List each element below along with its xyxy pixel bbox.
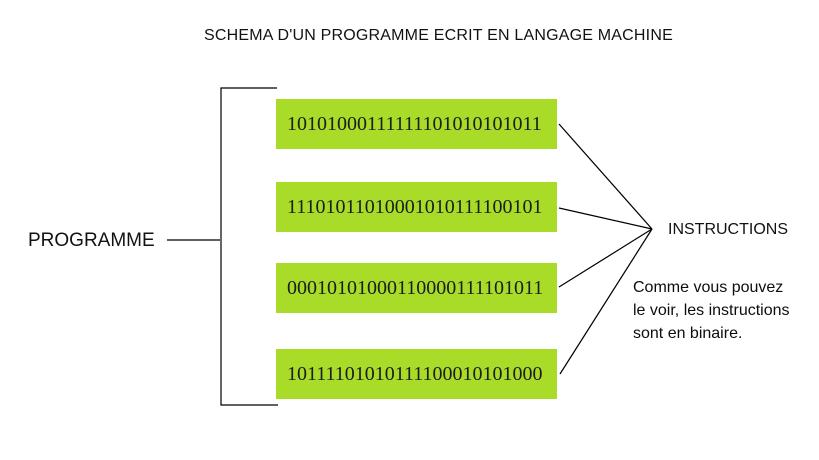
fan-line-1 [558, 123, 653, 230]
instruction-box-2: 11101011010001010111100101 [276, 182, 557, 232]
page-title: SCHEMA D'UN PROGRAMME ECRIT EN LANGAGE M… [204, 27, 673, 44]
instruction-box-1: 10101000111111101010101011 [276, 99, 557, 149]
instruction-box-4: 10111101010111100010101000 [276, 349, 557, 399]
instruction-binary-4: 10111101010111100010101000 [287, 362, 543, 385]
program-bracket [220, 87, 278, 406]
note-text: Comme vous pouvez le voir, les instructi… [633, 276, 790, 345]
instruction-binary-2: 11101011010001010111100101 [287, 195, 543, 218]
instruction-binary-3: 00010101000110000111101011 [287, 276, 544, 299]
program-label: PROGRAMME [28, 230, 155, 251]
instructions-label: INSTRUCTIONS [668, 221, 788, 238]
note-line-2: le voir, les instructions [633, 302, 790, 319]
fan-line-2 [558, 207, 653, 230]
note-line-1: Comme vous pouvez [633, 279, 784, 296]
instruction-binary-1: 10101000111111101010101011 [287, 112, 542, 135]
instruction-box-3: 00010101000110000111101011 [276, 263, 557, 313]
note-line-3: sont en binaire. [633, 325, 743, 342]
